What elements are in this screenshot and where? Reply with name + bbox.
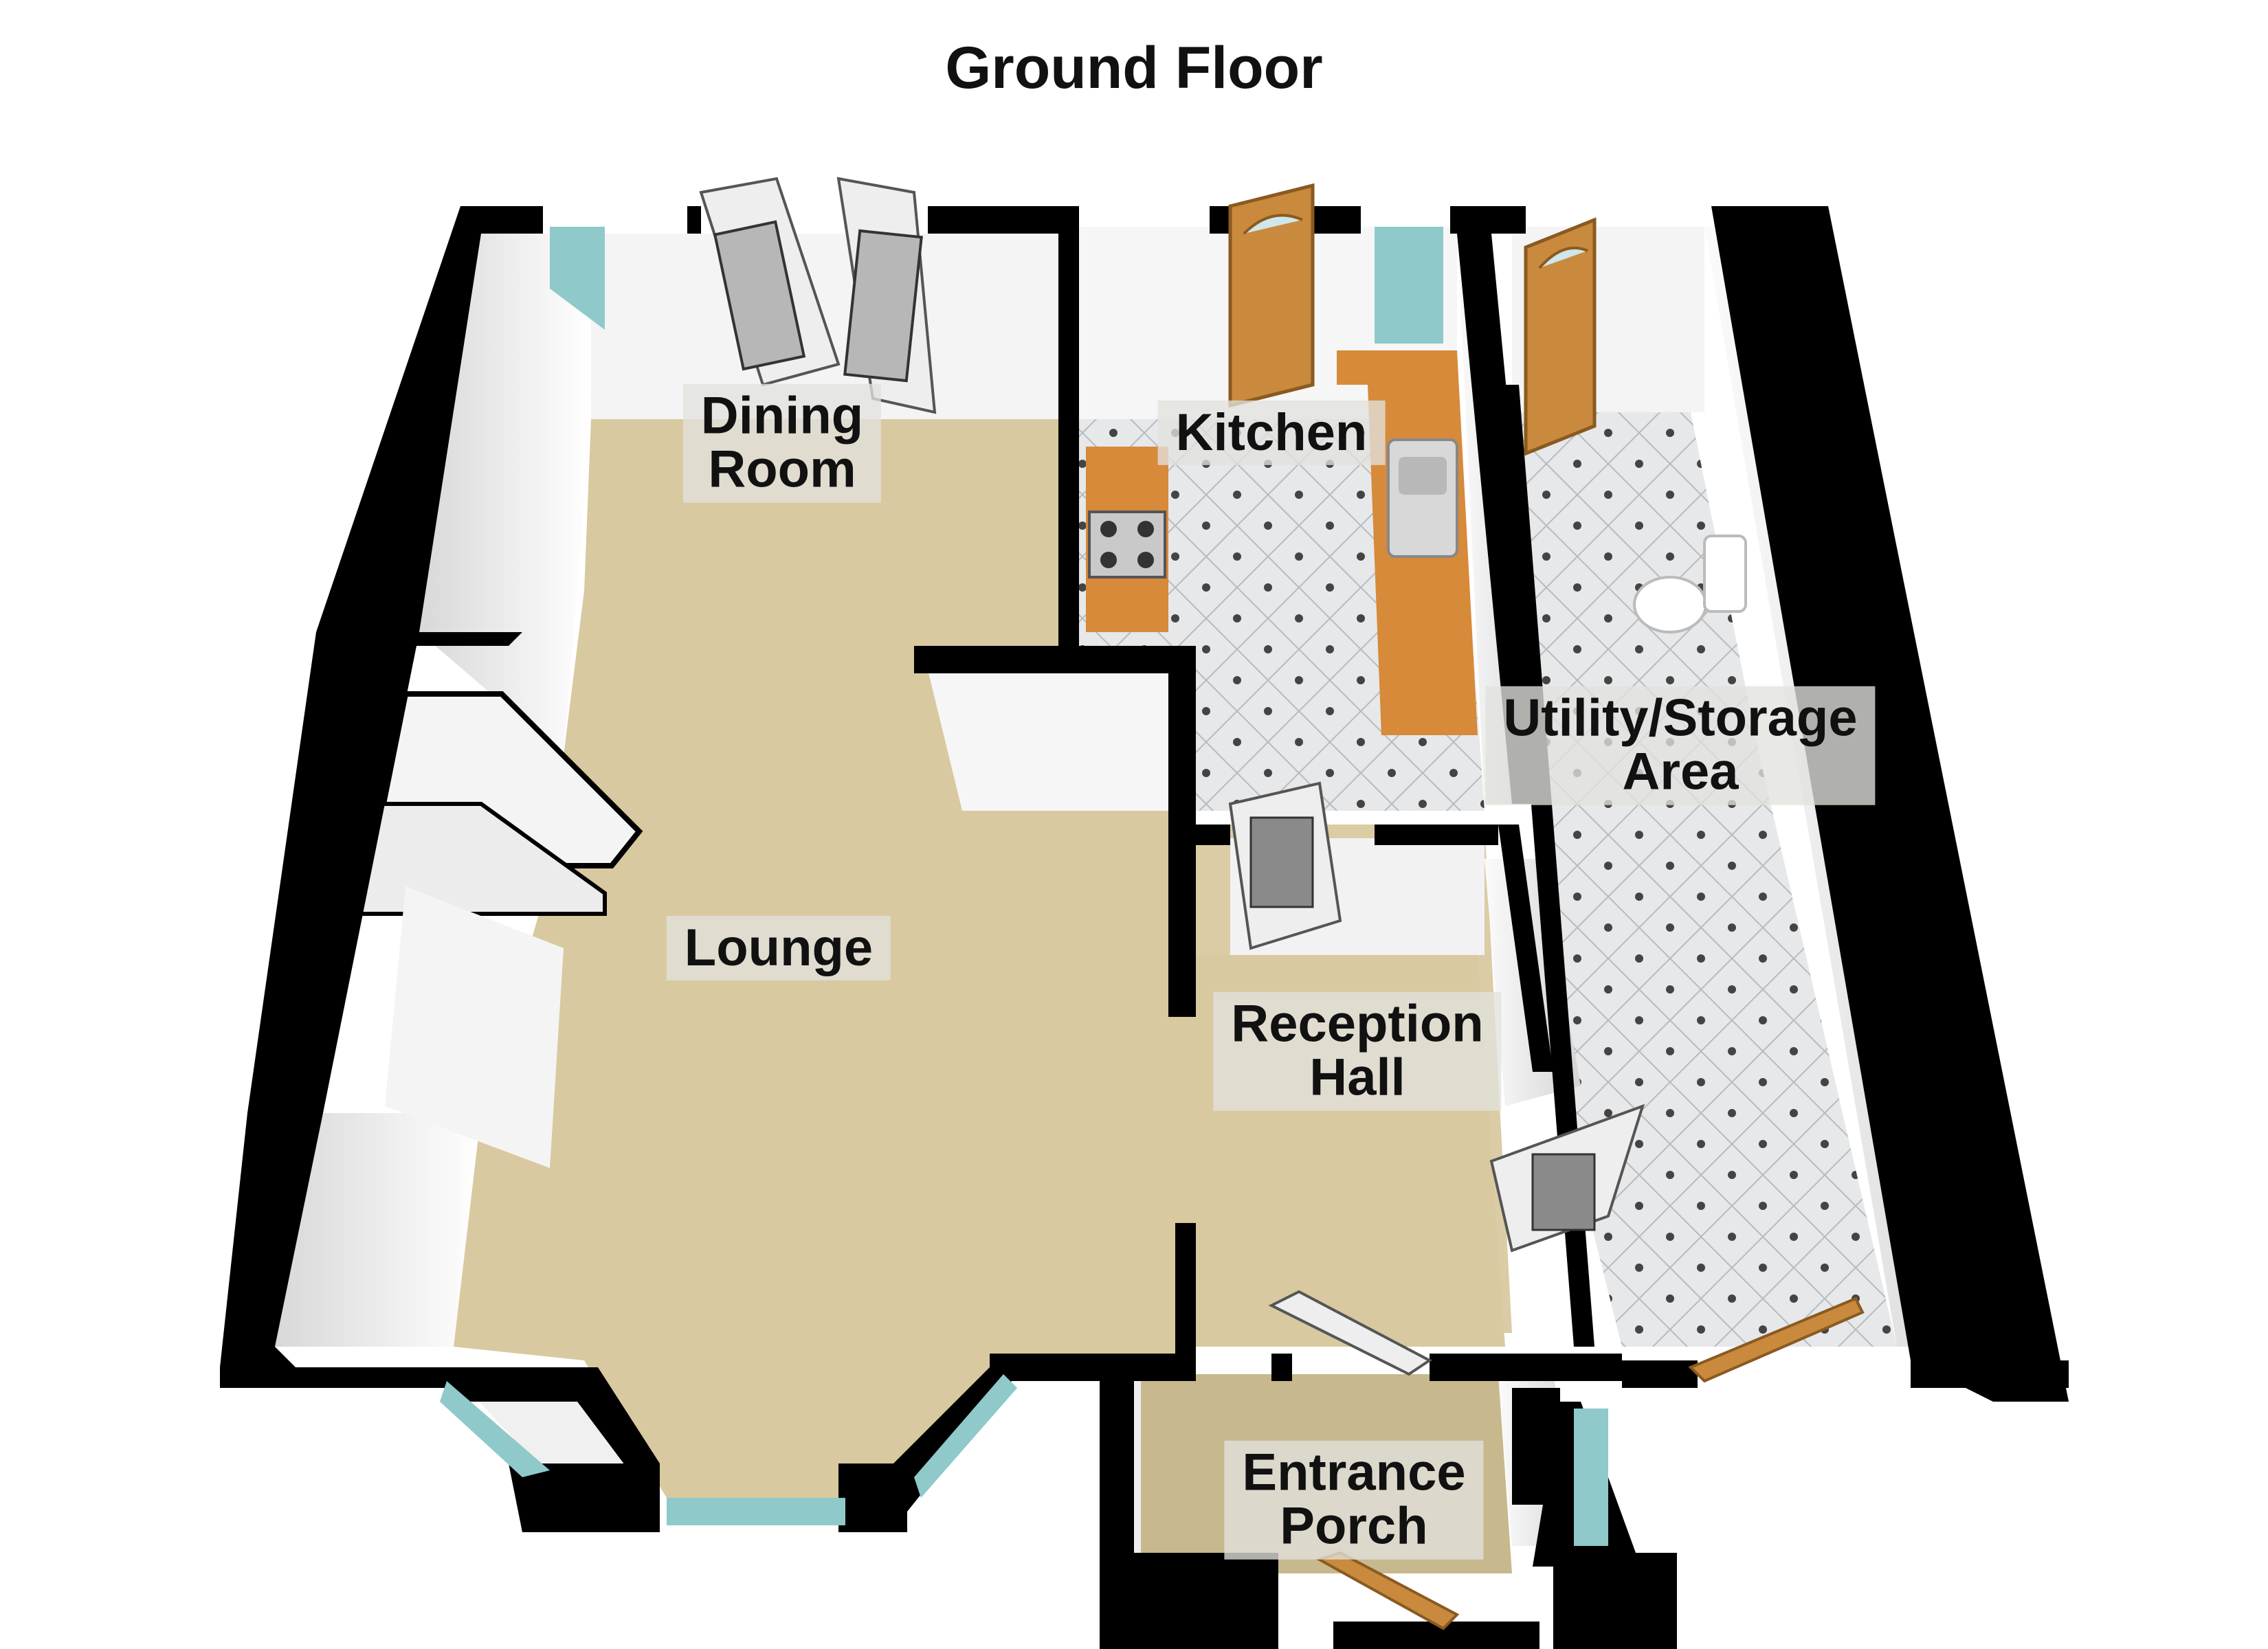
room-label-reception-hall: Reception Hall [1213, 991, 1502, 1111]
chimney-breast [385, 886, 564, 1168]
porch-inner-door [1268, 1290, 1432, 1376]
utility-back-door [1524, 217, 1597, 456]
lounge-left-lower-face [275, 1113, 481, 1347]
room-label-utility: Utility/Storage Area [1485, 686, 1876, 805]
doors [699, 177, 1865, 1630]
walls [220, 206, 2069, 1649]
floor-title: Ground Floor [945, 35, 1323, 101]
room-label-lounge: Lounge [666, 915, 891, 981]
kitchen-back-door [1228, 183, 1315, 408]
lounge-left-wall-face [419, 234, 591, 756]
toilet [1633, 576, 1707, 633]
utility-floor [1512, 412, 1897, 1347]
pillar-face [928, 670, 1175, 811]
room-label-entrance-porch: Entrance Porch [1224, 1440, 1484, 1560]
room-label-kitchen: Kitchen [1157, 400, 1386, 466]
utility-front-door [1688, 1297, 1865, 1383]
hob [1088, 511, 1166, 579]
room-label-dining-room: Dining Room [682, 383, 882, 503]
windows [440, 227, 1608, 1546]
